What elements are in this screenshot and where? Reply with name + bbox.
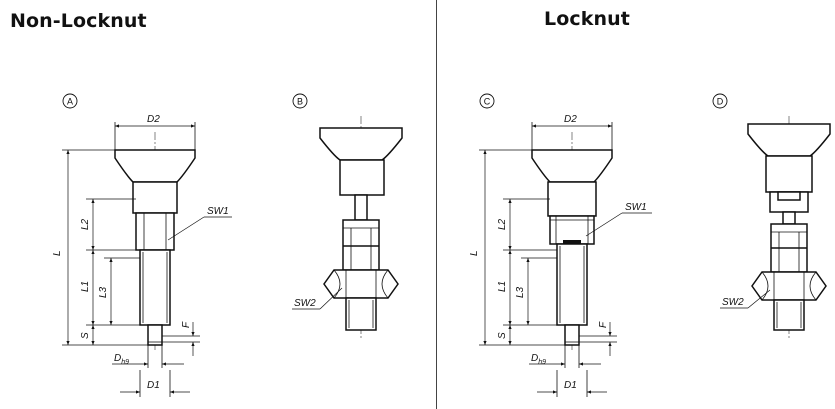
svg-text:B: B <box>297 97 303 107</box>
dim-l1-c: L1 <box>497 281 508 292</box>
dim-s-c: S <box>497 332 508 339</box>
view-c: C D2 L L2 L1 <box>469 93 652 397</box>
section-divider <box>436 0 437 409</box>
svg-text:D: D <box>717 97 724 107</box>
view-d-marker: D <box>712 93 728 109</box>
view-d: D SW2 <box>712 93 831 338</box>
dim-d1-a: D1 <box>147 380 160 391</box>
view-c-marker: C <box>479 93 495 109</box>
view-a-marker: A <box>62 93 78 109</box>
dim-l-a: L <box>52 250 63 256</box>
dim-f-c: F <box>598 321 609 328</box>
svg-text:C: C <box>484 97 491 107</box>
dim-sw1-c: SW1 <box>625 202 647 213</box>
dim-sw2-d: SW2 <box>722 297 744 308</box>
dim-l3-c: L3 <box>515 286 526 298</box>
dim-l2-c: L2 <box>497 218 508 230</box>
dim-sw1-a: SW1 <box>207 206 229 217</box>
heading-non-locknut: Non-Locknut <box>10 10 147 32</box>
dim-s-a: S <box>80 332 91 339</box>
svg-text:A: A <box>67 97 73 107</box>
dim-sw2-b: SW2 <box>294 298 316 309</box>
view-b: B SW2 <box>292 93 403 338</box>
dim-l1-a: L1 <box>80 281 91 292</box>
dim-d2-a: D2 <box>147 114 160 125</box>
heading-locknut: Locknut <box>544 8 630 30</box>
dim-d2-c: D2 <box>564 114 577 125</box>
dim-dh9-a: Dh9 <box>114 353 129 366</box>
dim-l-c: L <box>469 250 480 256</box>
dim-d1-c: D1 <box>564 380 577 391</box>
dim-f-a: F <box>181 321 192 328</box>
dim-dh9-c: Dh9 <box>531 353 546 366</box>
dim-l3-a: L3 <box>98 286 109 298</box>
dim-l2-a: L2 <box>80 218 91 230</box>
view-a: A D2 L L2 L1 <box>52 93 232 397</box>
view-b-marker: B <box>292 93 308 109</box>
